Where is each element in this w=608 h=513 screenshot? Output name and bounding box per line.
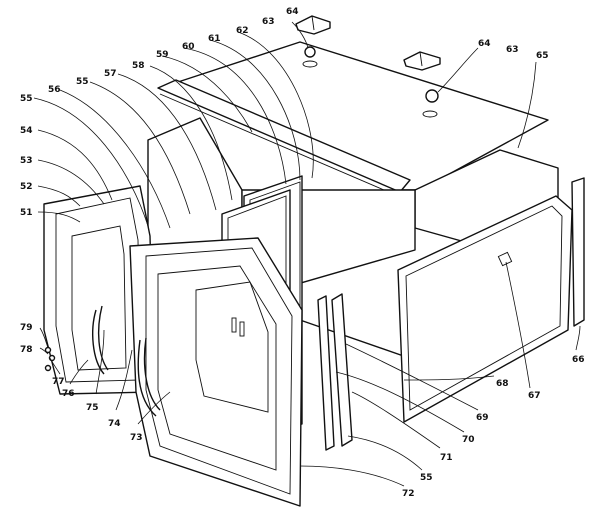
callout-55-upper: 55 xyxy=(76,77,89,87)
leader-lines xyxy=(33,21,581,487)
callout-59: 59 xyxy=(156,50,169,60)
side-gasket-rails xyxy=(317,293,353,451)
callout-labels: 51 52 53 54 55 56 55 57 58 59 60 61 62 6… xyxy=(20,7,585,499)
callout-64-right: 64 xyxy=(478,39,491,49)
callout-53: 53 xyxy=(20,156,33,166)
callout-63-right: 63 xyxy=(506,45,519,55)
callout-60: 60 xyxy=(182,42,195,52)
callout-58: 58 xyxy=(132,61,145,71)
callout-51: 51 xyxy=(20,208,33,218)
callout-73: 73 xyxy=(130,433,143,443)
callout-76: 76 xyxy=(62,389,75,399)
right-door xyxy=(129,237,303,507)
callout-61: 61 xyxy=(208,34,221,44)
callout-57: 57 xyxy=(104,69,117,79)
callout-69: 69 xyxy=(476,413,489,423)
right-gasket-strip xyxy=(571,177,585,327)
callout-68: 68 xyxy=(496,379,509,389)
callout-71: 71 xyxy=(440,453,453,463)
callout-55-left: 55 xyxy=(20,94,33,104)
callout-79: 79 xyxy=(20,323,33,333)
callout-62: 62 xyxy=(236,26,249,36)
callout-56: 56 xyxy=(48,85,61,95)
callout-54: 54 xyxy=(20,126,33,136)
callout-77: 77 xyxy=(52,377,65,387)
callout-74: 74 xyxy=(108,419,121,429)
callout-70: 70 xyxy=(462,435,475,445)
top-cover xyxy=(157,41,549,197)
callout-75: 75 xyxy=(86,403,99,413)
top-brackets xyxy=(295,15,441,103)
callout-66: 66 xyxy=(572,355,585,365)
callout-67: 67 xyxy=(528,391,541,401)
callout-78: 78 xyxy=(20,345,33,355)
callout-72: 72 xyxy=(402,489,415,499)
callout-63-left: 63 xyxy=(262,17,275,27)
callout-55-lower: 55 xyxy=(420,473,433,483)
callout-52: 52 xyxy=(20,182,33,192)
callout-64-left: 64 xyxy=(286,7,299,17)
callout-65: 65 xyxy=(536,51,549,61)
